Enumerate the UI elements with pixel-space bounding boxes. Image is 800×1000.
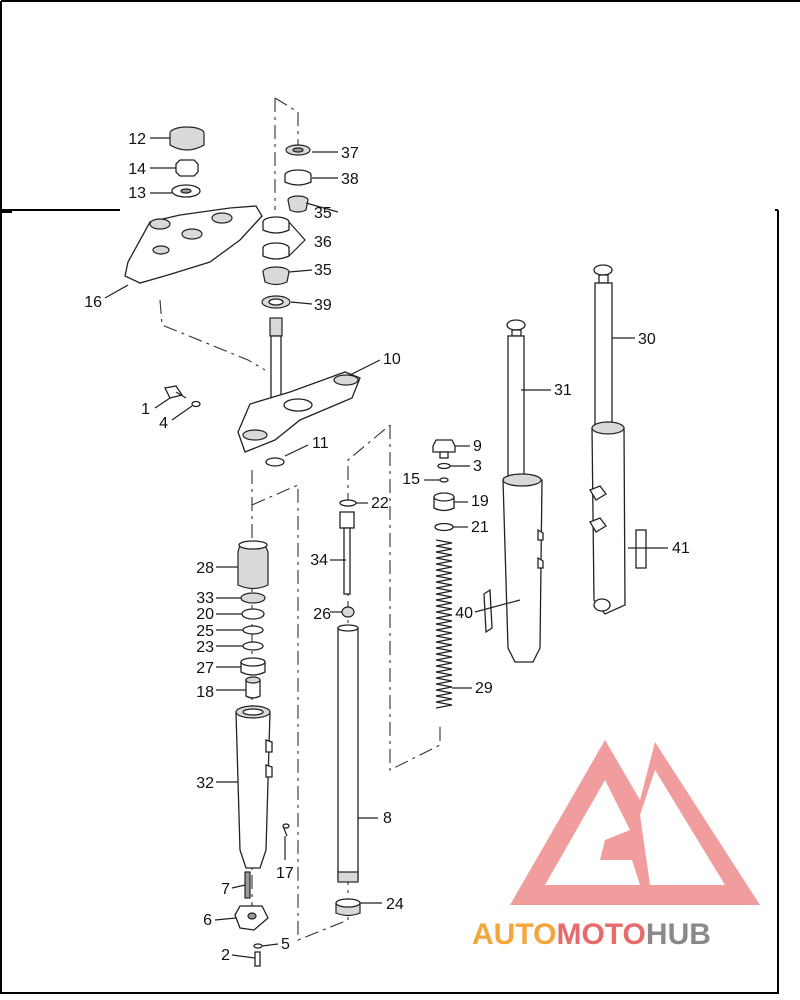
left-fork-group xyxy=(234,540,290,967)
assembled-forks-group xyxy=(483,264,647,663)
part-label-4: 4 xyxy=(159,415,168,432)
watermark-hub: HUB xyxy=(646,918,711,951)
part-label-13: 13 xyxy=(128,185,146,202)
watermark-logo xyxy=(510,740,760,905)
part-labels: 1234567891011121314151617181920212223242… xyxy=(84,131,690,964)
part-label-7: 7 xyxy=(221,881,230,898)
part-label-6: 6 xyxy=(203,912,212,929)
leader-lines xyxy=(104,137,668,959)
part-label-16: 16 xyxy=(84,294,102,311)
part-label-35: 35 xyxy=(314,262,332,279)
part-label-8: 8 xyxy=(383,810,392,827)
upper-triple-clamp-group xyxy=(124,126,263,284)
part-label-31: 31 xyxy=(554,382,572,399)
part-label-39: 39 xyxy=(314,297,332,314)
part-label-25: 25 xyxy=(196,623,214,640)
part-label-9: 9 xyxy=(473,438,482,455)
bearing-stack xyxy=(261,144,312,309)
part-label-17: 17 xyxy=(276,865,294,882)
part-label-5: 5 xyxy=(281,936,290,953)
part-label-1: 1 xyxy=(141,401,150,418)
part-label-3: 3 xyxy=(473,458,482,475)
part-label-23: 23 xyxy=(196,639,214,656)
center-tube-group xyxy=(335,499,361,917)
lower-triple-clamp-group xyxy=(164,317,361,467)
part-label-24: 24 xyxy=(386,896,404,913)
part-label-27: 27 xyxy=(196,660,214,677)
part-label-40: 40 xyxy=(455,605,473,622)
part-label-35: 35 xyxy=(314,205,332,222)
part-label-20: 20 xyxy=(196,606,214,623)
part-label-19: 19 xyxy=(471,493,489,510)
part-label-36: 36 xyxy=(314,234,332,251)
part-label-12: 12 xyxy=(128,131,146,148)
watermark-moto: MOTO xyxy=(556,918,645,951)
part-label-26: 26 xyxy=(313,606,331,623)
part-label-2: 2 xyxy=(221,947,230,964)
watermark-text: AUTOMOTOHUB xyxy=(472,918,711,951)
part-label-38: 38 xyxy=(341,171,359,188)
part-label-30: 30 xyxy=(638,331,656,348)
part-label-11: 11 xyxy=(312,435,329,452)
part-label-15: 15 xyxy=(402,471,420,488)
part-label-28: 28 xyxy=(196,560,214,577)
part-label-32: 32 xyxy=(196,775,214,792)
part-label-21: 21 xyxy=(471,519,489,536)
part-label-37: 37 xyxy=(341,145,359,162)
part-label-34: 34 xyxy=(310,552,328,569)
watermark-auto: AUTO xyxy=(472,918,556,951)
part-label-33: 33 xyxy=(196,590,214,607)
part-label-41: 41 xyxy=(672,540,690,557)
part-label-10: 10 xyxy=(383,351,401,368)
part-label-29: 29 xyxy=(475,680,493,697)
part-label-18: 18 xyxy=(196,684,214,701)
part-label-14: 14 xyxy=(128,161,146,178)
part-label-22: 22 xyxy=(371,495,389,512)
